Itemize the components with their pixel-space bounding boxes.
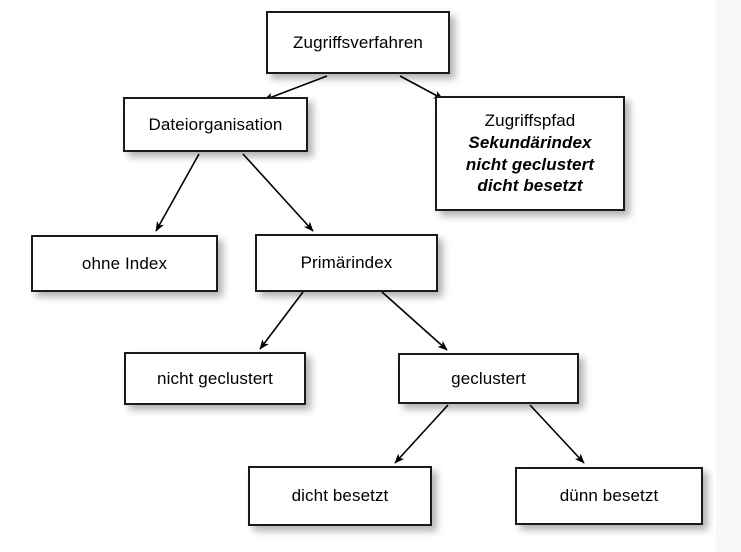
node-dicht-besetzt[interactable]: dicht besetzt (248, 466, 432, 526)
node-zugriffspfad[interactable]: Zugriffspfad Sekundärindex nicht geclust… (435, 96, 625, 211)
node-label: geclustert (451, 368, 526, 388)
node-label-line-3: nicht geclustert (465, 154, 595, 174)
edge-primaerindex-to-nicht-geclustert (259, 291, 304, 350)
node-label: Primärindex (300, 253, 393, 273)
edge-geclustert-to-dicht-besetzt (394, 404, 449, 464)
node-dateiorganisation[interactable]: Dateiorganisation (123, 97, 308, 152)
node-zugriffsverfahren[interactable]: Zugriffsverfahren (266, 11, 450, 74)
node-label: Dateiorganisation (148, 114, 283, 134)
node-label-line-1: Zugriffspfad (484, 111, 576, 130)
node-label: nicht geclustert (157, 368, 273, 388)
right-margin-strip (716, 0, 741, 552)
edge-dateiorganisation-to-ohne-index (155, 153, 200, 232)
node-ohne-index[interactable]: ohne Index (31, 235, 218, 292)
edge-geclustert-to-duenn-besetzt (529, 404, 585, 464)
node-duenn-besetzt[interactable]: dünn besetzt (515, 467, 703, 525)
node-label-line-4: dicht besetzt (477, 176, 583, 196)
node-primaerindex[interactable]: Primärindex (255, 234, 438, 292)
node-label: dicht besetzt (291, 486, 389, 506)
node-label-line-2: Sekundärindex (468, 132, 592, 152)
edge-dateiorganisation-to-primaerindex (242, 153, 314, 232)
node-geclustert[interactable]: geclustert (398, 353, 579, 404)
node-label: Zugriffsverfahren (293, 32, 423, 52)
node-nicht-geclustert[interactable]: nicht geclustert (124, 352, 306, 405)
node-label: ohne Index (81, 253, 168, 273)
node-label: dünn besetzt (559, 486, 659, 506)
edge-primaerindex-to-geclustert (381, 291, 448, 351)
